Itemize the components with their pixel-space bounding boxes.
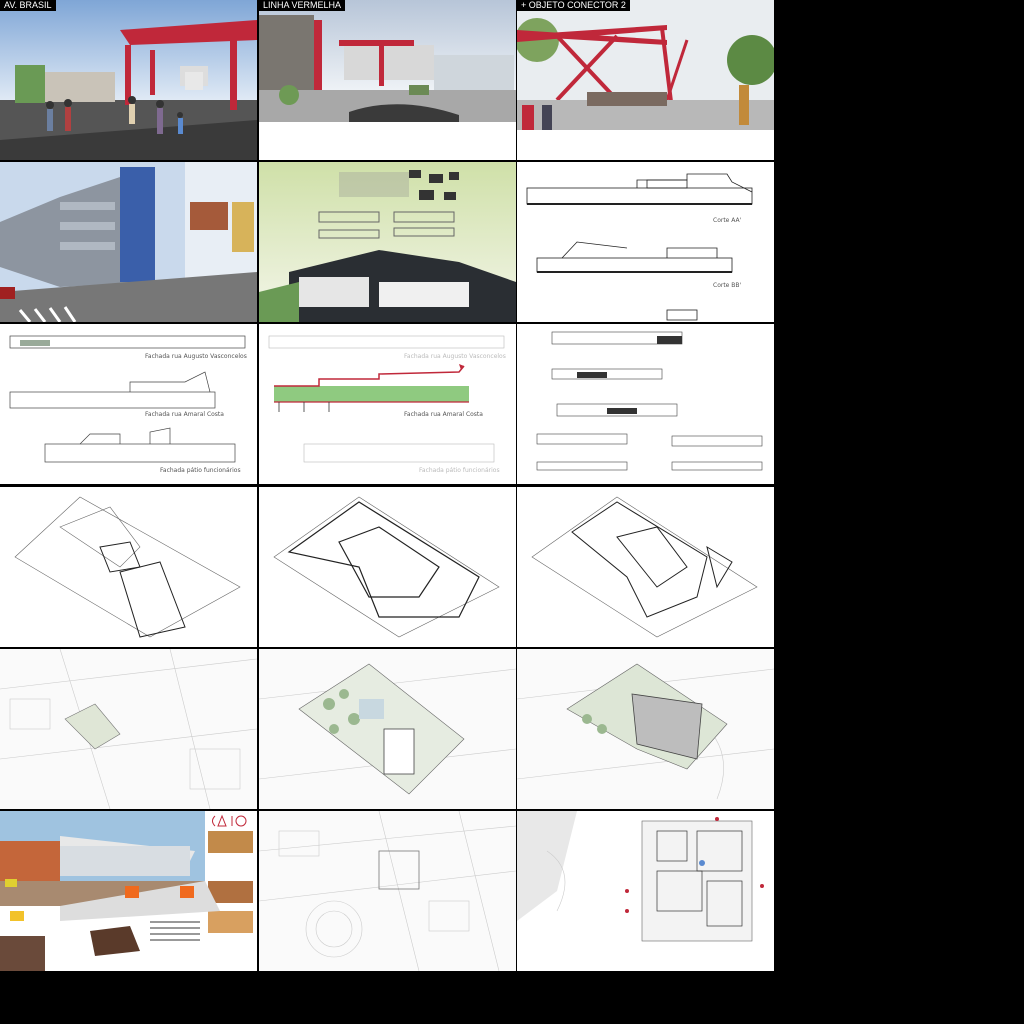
render-av-brasil[interactable]: AV. BRASIL [0, 0, 257, 160]
site-plan-drawing [0, 649, 257, 809]
floor-plan-3[interactable] [517, 487, 774, 647]
plaza-render-image [259, 0, 516, 160]
render-linha-vermelha[interactable]: LINHA VERMELHA [259, 0, 516, 160]
caption-fachada-amaral-2: Fachada rua Amaral Costa [404, 411, 483, 418]
ground-floor-plan[interactable] [517, 811, 774, 971]
caption-fachada-augusto: Fachada rua Augusto Vasconcelos [145, 353, 247, 360]
elevations-drawing: Fachada rua Augusto Vasconcelos Fachada … [0, 324, 257, 484]
elevations-sheet-2[interactable]: Fachada rua Augusto Vasconcelos Fachada … [259, 324, 516, 484]
site-plan-3[interactable] [517, 649, 774, 809]
site-plan-landscape-drawing [259, 649, 516, 809]
tile-label-av-brasil: AV. BRASIL [0, 0, 56, 11]
render-objeto-conector[interactable]: + OBJETO CONECTOR 2 [517, 0, 774, 160]
site-plan-roof-drawing [517, 649, 774, 809]
caption-corte-bb: Corte BB' [713, 282, 742, 289]
urban-context-drawing [259, 811, 516, 971]
capo-board-image [0, 811, 257, 971]
elevations-sheet-1[interactable]: Fachada rua Augusto Vasconcelos Fachada … [0, 324, 257, 484]
tile-label-objeto-conector: + OBJETO CONECTOR 2 [517, 0, 630, 11]
caption-fachada-patio: Fachada pátio funcionários [160, 467, 241, 474]
multi-section-drawing [517, 324, 774, 484]
floor-plan-drawing [0, 487, 257, 647]
site-plan-1[interactable] [0, 649, 257, 809]
elevations-sheet-3[interactable] [517, 324, 774, 484]
sections-aa-bb[interactable]: Corte AA' Corte BB' [517, 162, 774, 322]
caption-fachada-augusto-2: Fachada rua Augusto Vasconcelos [404, 353, 506, 360]
caption-fachada-patio-2: Fachada pátio funcionários [419, 467, 500, 474]
urban-context-plan[interactable] [259, 811, 516, 971]
board-render-image [259, 162, 516, 322]
site-plan-2[interactable] [259, 649, 516, 809]
street-render-image [0, 162, 257, 322]
floor-plan-1[interactable] [0, 487, 257, 647]
walkway-render-image [0, 0, 257, 160]
floor-plan-drawing-2 [259, 487, 516, 647]
caption-corte-aa: Corte AA' [713, 217, 742, 224]
tile-label-linha-vermelha: LINHA VERMELHA [259, 0, 346, 11]
floor-plan-drawing-3 [517, 487, 774, 647]
sections-drawing: Corte AA' Corte BB' [517, 162, 774, 322]
elevations-diagram-drawing: Fachada rua Augusto Vasconcelos Fachada … [259, 324, 516, 484]
board-capo[interactable] [0, 811, 257, 971]
ground-floor-drawing [517, 811, 774, 971]
render-street-building[interactable] [0, 162, 257, 322]
canopy-render-image [517, 0, 774, 160]
board-presentation[interactable] [259, 162, 516, 322]
floor-plan-2[interactable] [259, 487, 516, 647]
project-board-grid: AV. BRASIL LINHA VERMELHA [0, 0, 774, 971]
caption-fachada-amaral: Fachada rua Amaral Costa [145, 411, 224, 418]
